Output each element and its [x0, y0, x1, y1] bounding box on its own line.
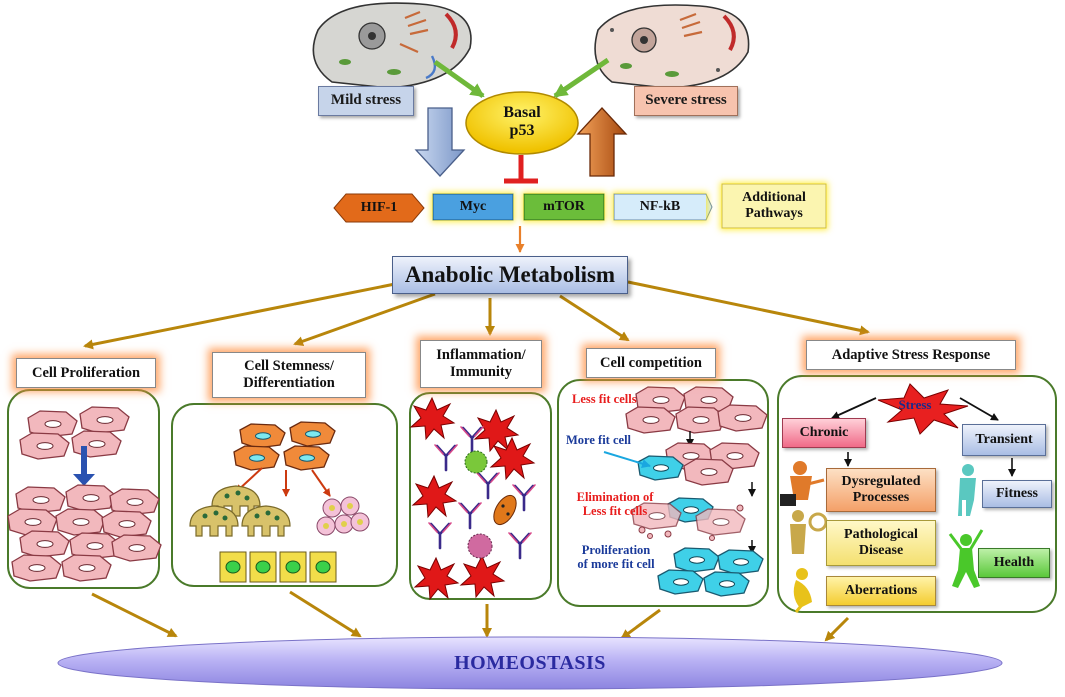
- proliferation-fit-label: Proliferation of more fit cell: [564, 543, 668, 572]
- severe-stress-cell-icon: [594, 4, 750, 89]
- differentiated-cells-round: [316, 496, 370, 536]
- mtor-label: mTOR: [524, 194, 604, 220]
- bent-figure-icon: [793, 568, 812, 613]
- elimination-cells-group: [631, 497, 746, 541]
- myc-label: Myc: [433, 194, 513, 220]
- proliferation-arrow-head: [73, 474, 95, 486]
- elimination-line2: Less fit cells: [582, 504, 648, 519]
- more-fit-cell-label: More fit cell: [566, 433, 632, 447]
- nfkb-label: NF-kB: [614, 194, 706, 220]
- basal-p53-ellipse: [465, 91, 579, 155]
- aberrations-label: Aberrations: [826, 576, 936, 606]
- hif1-shape: [333, 193, 425, 223]
- mild-stress-label: Mild stress: [318, 86, 414, 116]
- cheering-figure-icon: [948, 529, 984, 588]
- hif1-label: HIF-1: [360, 199, 398, 215]
- nfkb-shape: [613, 193, 713, 221]
- additional-line1: Additional: [742, 189, 806, 205]
- anabolic-metabolism-label: Anabolic Metabolism: [392, 256, 628, 294]
- mild-stress-cell-icon: [312, 2, 472, 89]
- mtor-shape: [523, 193, 605, 221]
- less-fit-cells-label: Less fit cells: [572, 392, 637, 406]
- pathological-line2: Disease: [858, 543, 904, 558]
- myc-shape: [432, 193, 514, 221]
- inflammation-line1: Inflammation/: [436, 347, 526, 364]
- proliferation-fit-line1: Proliferation: [581, 543, 651, 557]
- severe-stress-label: Severe stress: [634, 86, 738, 116]
- additional-line2: Pathways: [745, 206, 803, 221]
- additional-pathways-label: Additional Pathways: [722, 184, 826, 228]
- adaptive-stress-heading: Adaptive Stress Response: [806, 340, 1016, 370]
- more-fit-pointer-arrow: [603, 451, 651, 468]
- homeostasis-ellipse: [57, 636, 1003, 690]
- worker-figure-icon: [780, 461, 825, 506]
- additional-pathways-shape: [721, 183, 827, 229]
- stress-to-transient-arrow: [959, 397, 999, 421]
- dysregulated-line1: Dysregulated: [841, 473, 921, 489]
- decrease-arrow-icon: [414, 107, 466, 177]
- differentiated-cells-columnar: [219, 551, 337, 583]
- elimination-line1: Elimination of: [576, 490, 654, 504]
- homeostasis-label: HOMEOSTASIS: [454, 652, 606, 674]
- chronic-label: Chronic: [782, 418, 866, 448]
- health-label: Health: [978, 548, 1050, 578]
- increase-arrow-icon: [576, 107, 628, 177]
- cell-proliferation-heading: Cell Proliferation: [16, 358, 156, 388]
- inflammation-heading: Inflammation/ Immunity: [420, 340, 542, 388]
- proliferation-fit-line2: of more fit cell: [577, 557, 655, 572]
- stemness-line1: Cell Stemness/: [244, 358, 334, 375]
- basal-p53-label: Basal p53: [480, 104, 564, 141]
- p53-text: p53: [509, 122, 535, 140]
- dysregulated-processes-label: Dysregulated Processes: [826, 468, 936, 512]
- stemness-line2: Differentiation: [243, 375, 335, 391]
- basal-text: Basal: [503, 104, 541, 121]
- to-homeostasis-arrows: [91, 590, 850, 642]
- pathological-disease-label: Pathological Disease: [826, 520, 936, 566]
- magnifier-figure-icon: [790, 510, 828, 554]
- anabolic-branch-arrows: [83, 280, 870, 350]
- transient-label: Transient: [962, 424, 1046, 456]
- stress-label: Stress: [898, 397, 932, 412]
- inflammation-line2: Immunity: [449, 364, 513, 380]
- stress-burst-icon: [877, 383, 969, 435]
- inflammation-pathogens: [464, 450, 517, 559]
- mild-to-p53-arrow: [433, 59, 485, 99]
- pathological-line1: Pathological: [844, 526, 918, 542]
- cell-stemness-heading: Cell Stemness/ Differentiation: [212, 352, 366, 398]
- standing-figure-icon: [958, 464, 976, 516]
- cell-competition-heading: Cell competition: [586, 348, 716, 378]
- stress-to-chronic-arrow: [831, 397, 877, 419]
- severe-to-p53-arrow: [553, 57, 610, 99]
- fitness-label: Fitness: [982, 480, 1052, 508]
- elimination-label: Elimination of Less fit cells: [566, 490, 664, 519]
- dysregulated-line2: Processes: [852, 490, 910, 505]
